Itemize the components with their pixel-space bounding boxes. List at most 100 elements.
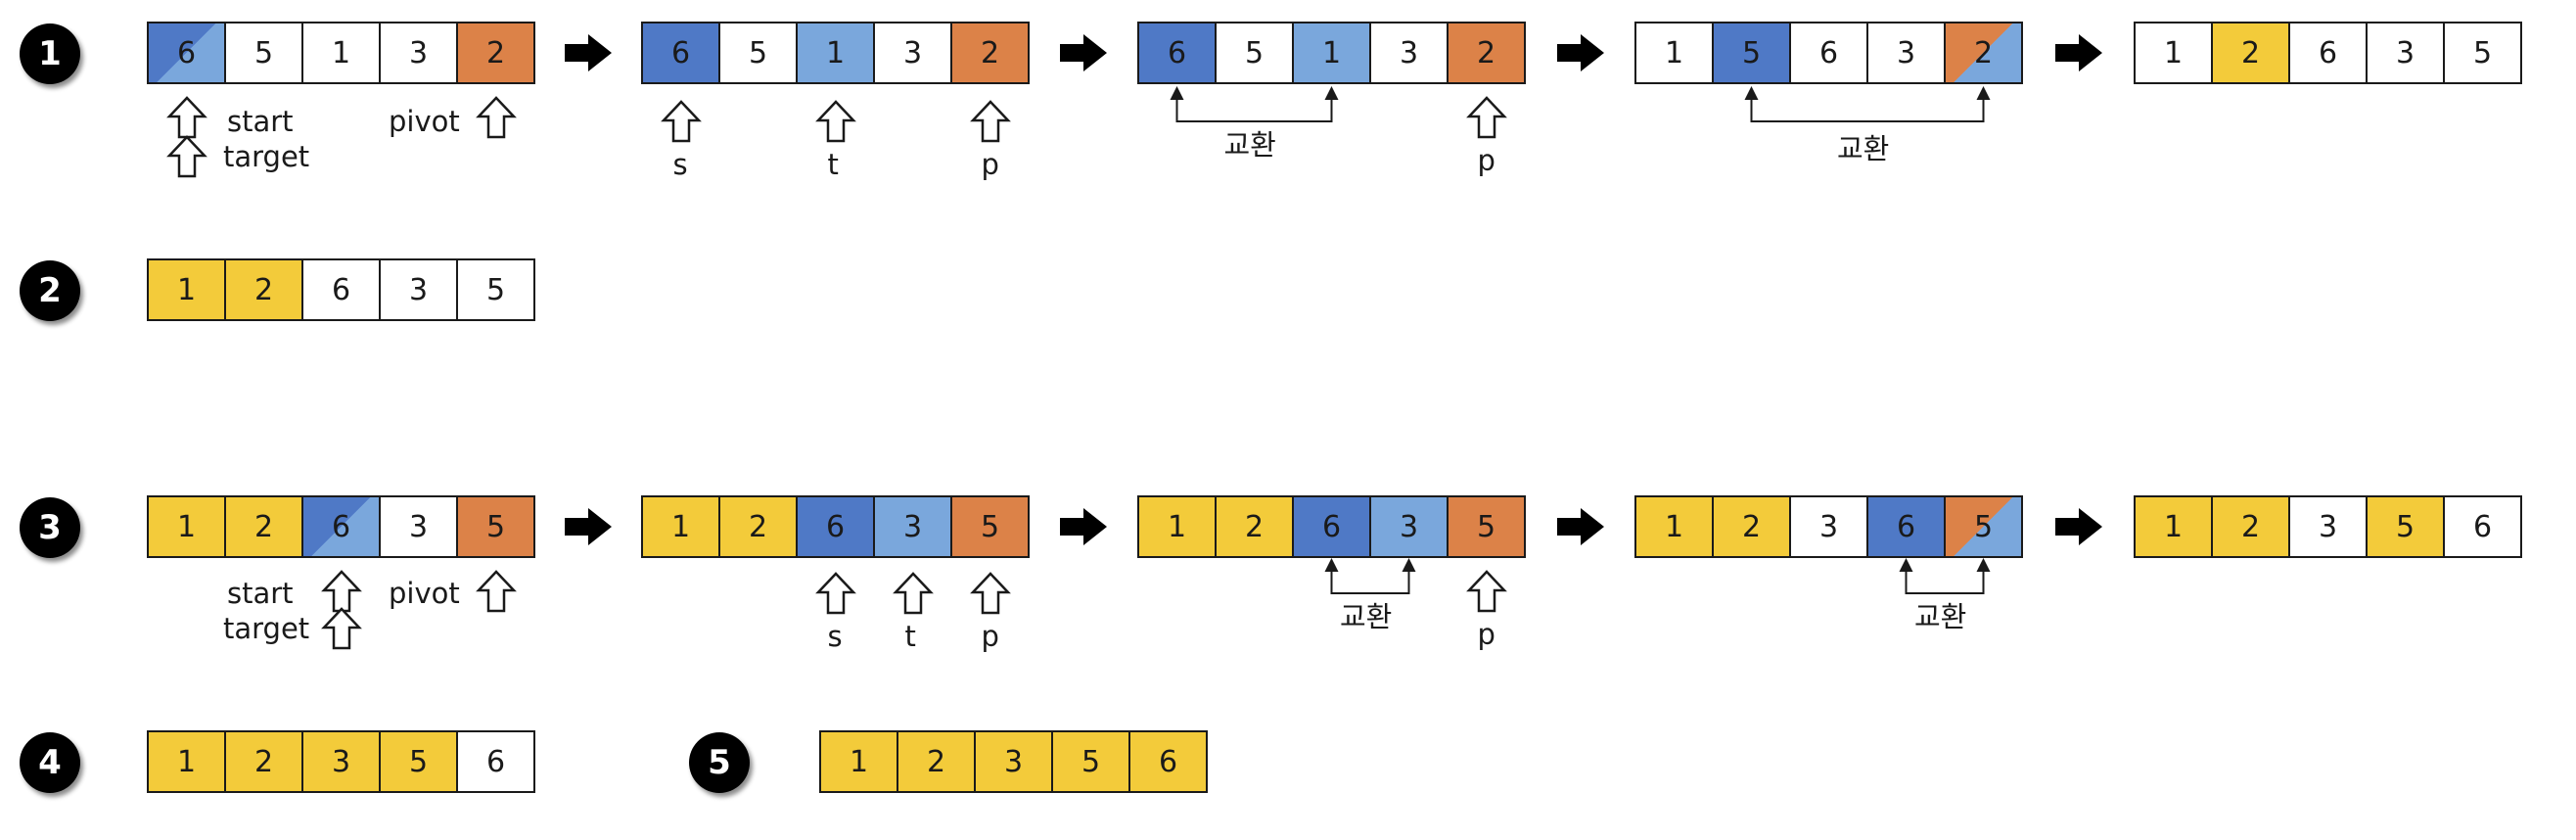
start-label: start [227,577,294,610]
array-cell: 5 [2366,495,2445,558]
next-step-arrow-icon [1556,508,1604,545]
array-cell: 1 [147,258,226,321]
array-cell: 2 [897,730,976,793]
pointer-up-arrow-icon [969,572,1011,615]
array-cell: 5 [1051,730,1130,793]
pointer-up-arrow-icon [892,572,934,615]
pivot-label: pivot [389,105,460,138]
step-number-badge: 3 [20,497,80,558]
pointer-up-arrow-icon [165,135,207,178]
array-cell: 5 [2443,22,2522,84]
next-step-arrow-icon [565,34,612,71]
array-cell: 2 [224,730,303,793]
swap-label: 교환 [1914,600,1967,633]
array-cell: 1 [641,495,720,558]
array-cell: 6 [1789,22,1868,84]
array-cell: 5 [950,495,1030,558]
array-cell: 1 [819,730,898,793]
array-cell: 1 [147,730,226,793]
array-cell: 2 [1447,22,1526,84]
array-cell: 5 [379,730,458,793]
next-step-arrow-icon [1556,34,1604,71]
array-cell: 3 [873,22,952,84]
array-cell: 5 [224,22,303,84]
swap-label: 교환 [1837,132,1890,165]
array-cell: 1 [796,22,875,84]
array-cell: 6 [796,495,875,558]
array-cell: 3 [1789,495,1868,558]
array-cell: 1 [1137,495,1217,558]
pointer-up-arrow-icon [1465,570,1507,613]
t-label: t [904,620,916,653]
array-cell: 1 [1292,22,1371,84]
array-cell: 3 [873,495,952,558]
start-label: start [227,105,294,138]
array-cell: 6 [1866,495,1946,558]
array-cell: 1 [147,495,226,558]
array-cell: 3 [301,730,381,793]
array-cell: 3 [379,495,458,558]
target-label: target [223,612,310,645]
step-number-badge: 5 [689,732,750,793]
array-cell: 2 [1215,495,1294,558]
s-label: s [827,620,843,653]
array-cell: 1 [1634,495,1714,558]
array-cell: 6 [456,730,535,793]
array-cell: 6 [2443,495,2522,558]
array-cell: 2 [224,495,303,558]
array-cell: 1 [2134,22,2213,84]
array-cell: 6 [147,22,226,84]
next-step-arrow-icon [1060,508,1107,545]
t-label: t [827,148,839,181]
p-label: p [1477,144,1495,177]
next-step-arrow-icon [565,508,612,545]
array-cell: 6 [1137,22,1217,84]
array-cell: 5 [456,495,535,558]
array-cell: 3 [2288,495,2368,558]
array-cell: 6 [1292,495,1371,558]
array-cell: 2 [1944,22,2023,84]
pointer-up-arrow-icon [475,570,517,613]
array-cell: 6 [641,22,720,84]
next-step-arrow-icon [1060,34,1107,71]
swap-bracket [1170,86,1339,122]
p-label: p [1477,618,1495,651]
array-cell: 6 [2288,22,2368,84]
pointer-up-arrow-icon [1465,96,1507,139]
array-cell: 1 [301,22,381,84]
array-cell: 2 [1712,495,1791,558]
array-cell: 5 [1447,495,1526,558]
array-cell: 1 [1634,22,1714,84]
swap-bracket [1324,558,1416,594]
array-cell: 6 [1128,730,1208,793]
array-cell: 1 [2134,495,2213,558]
pivot-label: pivot [389,577,460,610]
pointer-up-arrow-icon [660,100,702,143]
array-cell: 5 [456,258,535,321]
array-cell: 3 [1866,22,1946,84]
array-cell: 5 [718,22,798,84]
array-cell: 2 [950,22,1030,84]
array-cell: 3 [379,258,458,321]
next-step-arrow-icon [2054,34,2102,71]
array-cell: 5 [1944,495,2023,558]
array-cell: 3 [1369,22,1449,84]
pointer-up-arrow-icon [969,100,1011,143]
swap-label: 교환 [1340,600,1393,633]
pointer-up-arrow-icon [814,100,856,143]
pointer-up-arrow-icon [475,96,517,139]
step-number-badge: 4 [20,732,80,793]
array-cell: 2 [2211,495,2290,558]
array-cell: 2 [224,258,303,321]
array-cell: 5 [1215,22,1294,84]
array-cell: 6 [301,495,381,558]
step-number-badge: 1 [20,23,80,84]
pointer-up-arrow-icon [320,607,362,650]
next-step-arrow-icon [2054,508,2102,545]
p-label: p [981,620,999,653]
array-cell: 2 [456,22,535,84]
array-cell: 3 [974,730,1053,793]
array-cell: 5 [1712,22,1791,84]
